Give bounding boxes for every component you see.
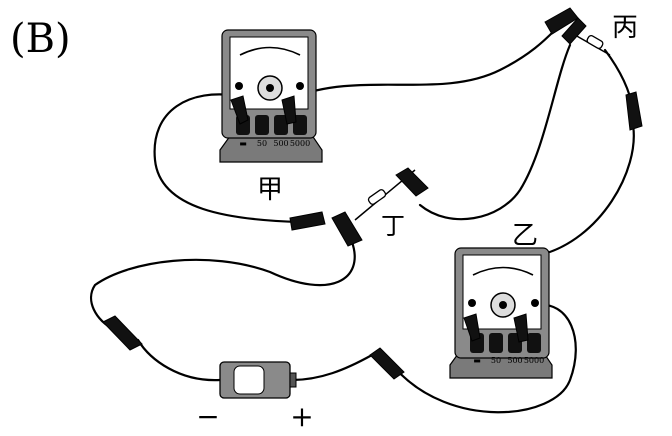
- clip-d-bottom: [331, 211, 363, 247]
- meter-b-right-probe: [513, 313, 529, 343]
- meter-b-scale: [472, 266, 534, 276]
- battery-positive-terminal: [289, 372, 297, 388]
- clip-c-top-right: [561, 17, 587, 45]
- battery-left-clip: [102, 315, 143, 351]
- meter-a-terminal-label: ▬: [239, 139, 247, 148]
- meter-b-terminal-label: 50: [491, 356, 501, 365]
- wire-meterA-left-to-clip-d: [153, 93, 302, 224]
- battery: [102, 315, 405, 399]
- clip-d-top: [395, 167, 429, 197]
- meter-b-left-probe: [463, 313, 481, 342]
- battery-minus-label: −: [196, 400, 219, 433]
- resistor-d-body: [367, 189, 387, 205]
- meter-b-terminal-label: ▬: [473, 356, 481, 365]
- meter-a-terminal-label: 5000: [290, 139, 310, 148]
- battery-right-clip: [369, 347, 405, 380]
- figure-label: (B): [10, 16, 71, 62]
- meter-a-right-probe: [281, 95, 297, 125]
- wire-clip-c-to-clip-d: [418, 43, 572, 221]
- meter-a-left-probe: [230, 95, 249, 125]
- wires: [89, 28, 635, 414]
- resistor-c-body: [586, 34, 604, 50]
- meter-a-scale: [239, 46, 301, 56]
- battery-plus-label: +: [290, 400, 313, 433]
- meter-b: ▬ 50 500 5000: [449, 247, 553, 379]
- resistor-d-label: 丁: [381, 212, 405, 240]
- wire-battery-left: [136, 338, 222, 382]
- meter-a-terminal-label: 500: [273, 139, 288, 148]
- resistor-c: [544, 7, 643, 131]
- meter-a-terminal-label: 50: [257, 139, 267, 148]
- wire-meterA-right-to-clip-c: [290, 28, 557, 100]
- wire-meterB-right: [393, 303, 577, 414]
- resistor-c-label: 丙: [612, 13, 638, 43]
- wire-clip-d-to-battery: [89, 240, 356, 332]
- clip-d-left: [289, 211, 326, 231]
- clip-c-right: [625, 91, 643, 131]
- meter-a-terminals: ▬ 50 500 5000: [236, 115, 310, 148]
- meter-a: ▬ 50 500 5000: [219, 29, 323, 163]
- resistor-d: [289, 167, 429, 247]
- meter-b-label: 乙: [512, 221, 538, 251]
- wire-battery-right: [290, 353, 374, 382]
- meter-b-terminal-label: 5000: [524, 356, 544, 365]
- meter-b-terminal-label: 500: [507, 356, 522, 365]
- meter-a-label: 甲: [257, 175, 283, 205]
